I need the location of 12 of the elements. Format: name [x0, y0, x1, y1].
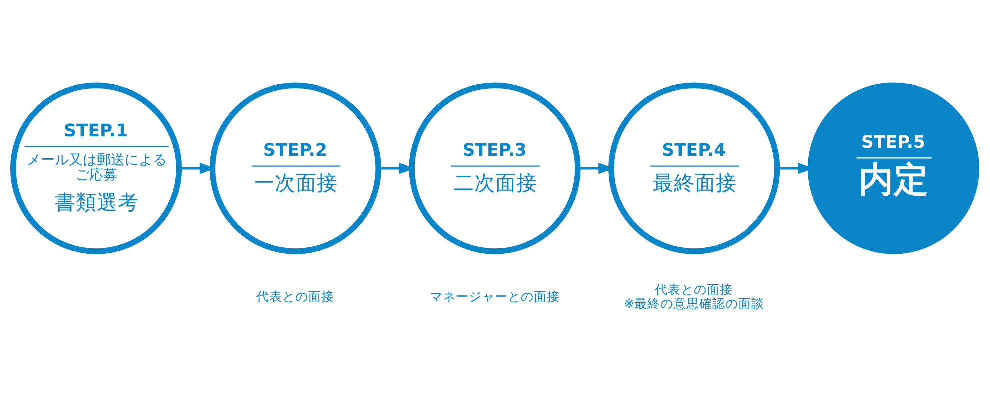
node-circle: STEP.4 最終面接 — [608, 82, 780, 254]
node-label: 代表との面接 — [256, 288, 334, 304]
node-circle: STEP.1 メール又は郵送によるご応募 書類選考 — [10, 82, 182, 254]
arrow — [179, 162, 216, 174]
arrow — [578, 162, 615, 174]
arrow — [378, 162, 416, 174]
node-circle: STEP.5 内定 — [808, 82, 980, 254]
node-circle: STEP.3 二次面接 — [409, 82, 581, 254]
node-circle: STEP.2 一次面接 — [210, 82, 382, 254]
node-label: マネージャーとの面接 — [430, 288, 560, 304]
node-label: ※最終の意思確認の面談 — [624, 295, 765, 310]
node-label: 代表との面接 — [655, 281, 734, 296]
